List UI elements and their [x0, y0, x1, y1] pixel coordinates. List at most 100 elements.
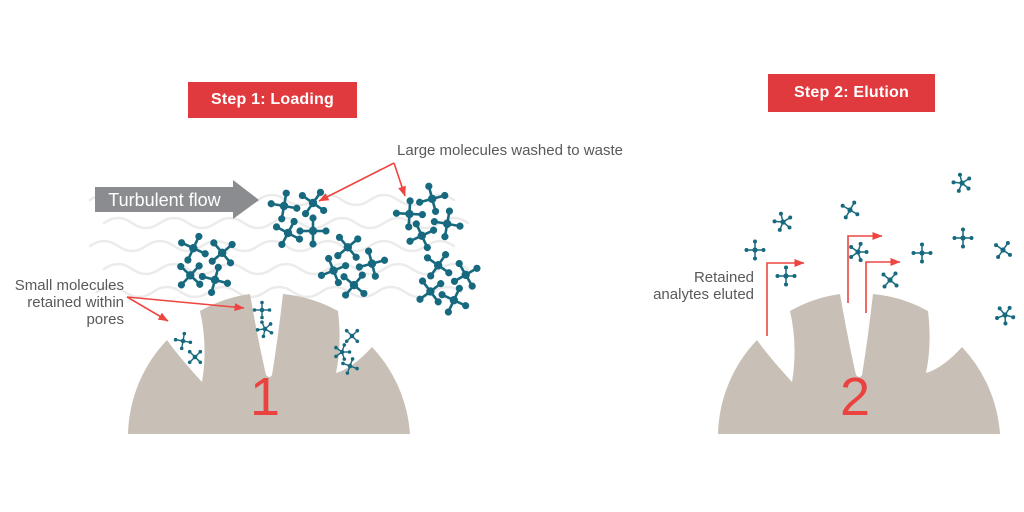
- molecule-atom: [858, 241, 863, 246]
- molecule-star: [911, 242, 933, 264]
- molecule-atom: [855, 212, 860, 217]
- molecule-atom: [293, 204, 301, 212]
- molecule-atom: [322, 227, 330, 235]
- molecule-atom: [325, 254, 333, 263]
- molecule-core: [186, 271, 195, 280]
- molecule-atom: [928, 251, 933, 255]
- molecule-atom: [364, 247, 373, 255]
- molecule-atom: [438, 291, 446, 299]
- molecule-atom: [406, 197, 414, 205]
- pointer-arrow: [126, 296, 169, 322]
- molecule-atom: [761, 248, 766, 252]
- molecule-core: [308, 198, 318, 208]
- molecule-star: [995, 305, 1016, 326]
- retained-small-molecules-group: [173, 300, 360, 375]
- molecule-atom: [214, 263, 222, 271]
- molecule-star: [187, 349, 203, 365]
- molecule-star: [178, 232, 209, 264]
- molecule-atom: [195, 232, 203, 241]
- molecule-star: [272, 217, 304, 249]
- molecule-atom: [177, 281, 186, 289]
- molecule-atom: [444, 308, 452, 316]
- molecule-atom: [893, 271, 898, 276]
- small-molecules-label-line2: retained within: [27, 294, 124, 311]
- eluted-small-molecules-group: [744, 172, 1016, 326]
- molecule-atom: [295, 235, 304, 243]
- molecule-atom: [952, 236, 957, 240]
- molecule-atom: [434, 298, 442, 306]
- molecule-atom: [355, 263, 364, 271]
- molecule-atom: [296, 227, 304, 235]
- elution-path-arrows: [766, 232, 901, 336]
- molecule-atom: [473, 264, 481, 272]
- molecule-atom: [418, 210, 427, 219]
- molecule-atom: [360, 289, 368, 298]
- molecule-atom: [252, 308, 257, 312]
- molecule-core: [449, 295, 459, 305]
- molecule-atom: [753, 256, 757, 261]
- molecule-star: [355, 247, 389, 280]
- molecule-atom: [198, 272, 206, 281]
- molecule-core: [259, 307, 265, 313]
- step1-banner: Step 1: Loading: [188, 82, 357, 118]
- molecule-atom: [961, 244, 965, 249]
- molecule-star: [255, 320, 274, 339]
- molecule-atom: [920, 259, 924, 264]
- molecule-atom: [342, 357, 347, 361]
- large-molecule: [416, 251, 481, 316]
- elution-arrow: [847, 232, 883, 303]
- molecule-star: [994, 241, 1012, 259]
- molecule-atom: [380, 256, 389, 264]
- molecule-atom: [187, 360, 192, 365]
- molecule-atom: [198, 349, 203, 354]
- molecule-atom: [1011, 315, 1016, 320]
- molecule-star: [775, 265, 797, 287]
- molecule-atom: [335, 233, 344, 241]
- molecule-star: [438, 284, 470, 316]
- molecule-core: [433, 261, 443, 270]
- molecule-atom: [195, 262, 203, 270]
- molecule-star: [849, 241, 869, 263]
- large-molecule: [317, 233, 389, 299]
- molecule-atom: [1007, 252, 1012, 257]
- turbulent-flow-arrow: [95, 180, 259, 219]
- molecule-star: [340, 271, 368, 299]
- molecule-atom: [441, 191, 449, 200]
- molecule-core: [189, 244, 198, 253]
- molecule-atom: [344, 328, 349, 333]
- molecule-atom: [268, 322, 273, 326]
- molecule-star: [840, 200, 860, 220]
- elution-arrow: [766, 259, 805, 336]
- molecule-core: [426, 287, 435, 296]
- molecule-atom: [260, 315, 264, 320]
- molecule-star: [744, 239, 766, 261]
- molecule-atom: [852, 200, 857, 205]
- molecule-atom: [392, 209, 401, 217]
- molecule-core: [339, 349, 345, 355]
- molecule-atom: [951, 180, 956, 185]
- molecule-atom: [345, 371, 350, 375]
- pointer-arrow: [393, 162, 406, 197]
- molecule-core: [262, 326, 268, 332]
- retained-analytes-label-line2: analytes eluted: [653, 286, 754, 303]
- molecule-atom: [881, 272, 886, 277]
- molecule-star: [423, 251, 453, 280]
- molecule-atom: [995, 316, 1000, 321]
- molecule-atom: [864, 250, 869, 254]
- molecule-atom: [423, 254, 432, 262]
- molecule-atom: [355, 339, 360, 344]
- molecule-core: [343, 243, 353, 252]
- molecule-atom: [406, 237, 414, 245]
- molecule-atom: [787, 225, 792, 230]
- molecule-atom: [188, 340, 193, 345]
- molecule-atom: [1005, 241, 1010, 246]
- molecule-atom: [334, 252, 342, 260]
- molecule-atom: [182, 331, 187, 336]
- molecule-atom: [341, 361, 345, 366]
- molecule-atom: [996, 254, 1001, 259]
- molecule-atom: [416, 198, 424, 206]
- molecule-star: [951, 172, 972, 193]
- molecule-atom: [228, 240, 236, 249]
- large-molecules-group: [177, 182, 481, 316]
- molecule-atom: [894, 283, 899, 288]
